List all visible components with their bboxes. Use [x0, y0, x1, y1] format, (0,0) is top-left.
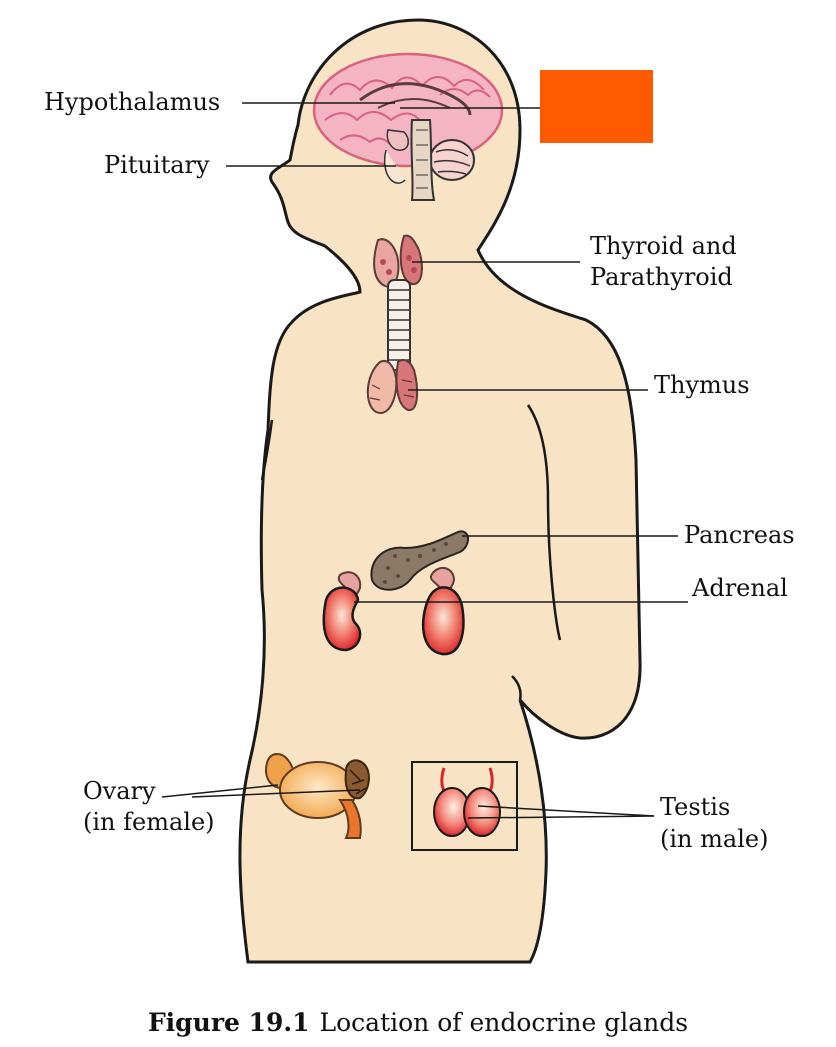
thyroid-gland	[373, 234, 423, 288]
thymus-gland	[366, 359, 419, 414]
label-thyroid-line1: Thyroid and	[590, 232, 737, 260]
hip-line	[511, 675, 522, 701]
left-kidney	[322, 571, 362, 652]
ovary	[265, 753, 370, 839]
label-thymus: Thymus	[654, 371, 750, 399]
label-thyroid-line2: Parathyroid	[590, 263, 733, 291]
label-hypothalamus: Hypothalamus	[44, 88, 221, 116]
pancreas-texture	[383, 542, 448, 584]
trachea	[387, 279, 411, 371]
label-testis-line1: Testis	[660, 793, 731, 821]
testis-leader-a	[477, 805, 655, 817]
leader-lines	[161, 102, 688, 819]
label-adrenal: Adrenal	[692, 574, 788, 602]
body-silhouette	[238, 18, 642, 964]
right-arm-line	[526, 404, 562, 641]
figure-caption-text: Location of endocrine glands	[319, 1008, 689, 1037]
figure-caption: Figure 19.1 Location of endocrine glands	[0, 1008, 836, 1037]
label-ovary-line2: (in female)	[83, 808, 215, 836]
figure-number: Figure 19.1	[147, 1008, 310, 1037]
testis-figure	[411, 761, 518, 851]
label-testis-line2: (in male)	[660, 825, 769, 853]
ovary-leader-a	[161, 784, 279, 798]
label-ovary-line1: Ovary	[83, 777, 156, 805]
testis-leader-b	[467, 815, 655, 819]
pancreas	[370, 530, 469, 591]
left-arm-line	[260, 419, 274, 481]
ovary-leader-b	[191, 789, 361, 798]
label-pancreas: Pancreas	[684, 521, 795, 549]
brain	[312, 52, 504, 201]
right-kidney	[421, 566, 465, 656]
redaction-box	[540, 70, 653, 143]
label-pituitary: Pituitary	[104, 151, 210, 179]
